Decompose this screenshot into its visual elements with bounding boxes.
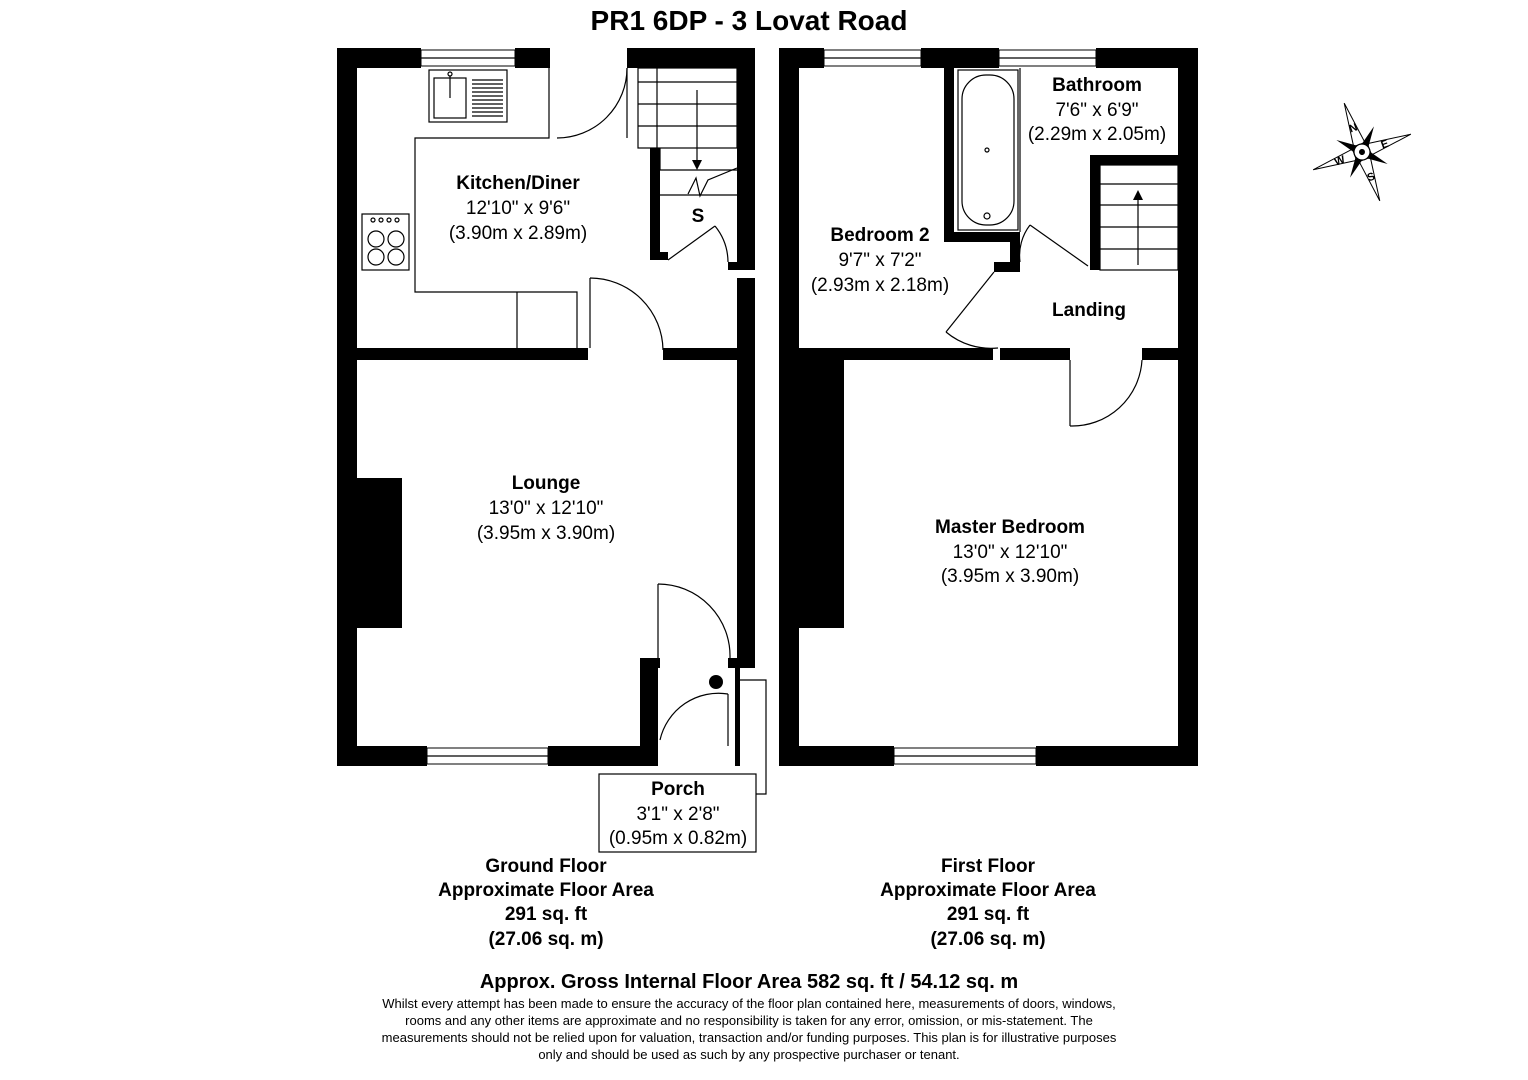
ground-floor-stairs — [637, 67, 738, 198]
svg-text:N: N — [1348, 121, 1360, 135]
ground-floor-windows — [420, 49, 549, 765]
svg-text:Approximate Floor Area: Approximate Floor Area — [880, 880, 1096, 901]
first-floor-area: First Floor Approximate Floor Area 291 s… — [880, 856, 1096, 950]
svg-text:7'6" x 6'9": 7'6" x 6'9" — [1055, 100, 1138, 121]
svg-text:(2.93m x 2.18m): (2.93m x 2.18m) — [811, 275, 949, 296]
svg-text:S: S — [1366, 170, 1377, 184]
ground-floor-walls — [337, 48, 755, 766]
svg-text:(3.95m x 3.90m): (3.95m x 3.90m) — [941, 566, 1079, 587]
plan-title: PR1 6DP - 3 Lovat Road — [591, 5, 908, 36]
sink-drainer-icon — [472, 79, 503, 117]
meter-icon — [709, 675, 723, 689]
svg-text:(0.95m x 0.82m): (0.95m x 0.82m) — [609, 828, 747, 849]
bathroom-label: Bathroom 7'6" x 6'9" (2.29m x 2.05m) — [1028, 75, 1166, 145]
svg-text:9'7" x 7'2": 9'7" x 7'2" — [838, 250, 921, 271]
svg-text:291 sq. ft: 291 sq. ft — [505, 904, 588, 925]
landing-label: Landing — [1052, 300, 1126, 321]
svg-text:13'0" x 12'10": 13'0" x 12'10" — [489, 498, 604, 519]
svg-text:Ground Floor: Ground Floor — [485, 856, 607, 877]
porch-outline — [598, 773, 757, 853]
svg-text:rooms and any other items are: rooms and any other items are approximat… — [405, 1013, 1093, 1028]
svg-text:Porch: Porch — [651, 779, 705, 800]
svg-text:E: E — [1379, 138, 1390, 152]
svg-text:12'10" x 9'6": 12'10" x 9'6" — [466, 198, 570, 219]
svg-text:13'0" x 12'10": 13'0" x 12'10" — [953, 542, 1068, 563]
first-floor-windows — [823, 49, 1097, 765]
svg-text:Bedroom 2: Bedroom 2 — [830, 225, 929, 246]
svg-text:(27.06 sq. m): (27.06 sq. m) — [488, 929, 603, 950]
svg-text:(2.29m x 2.05m): (2.29m x 2.05m) — [1028, 124, 1166, 145]
master-bedroom-label: Master Bedroom 13'0" x 12'10" (3.95m x 3… — [935, 517, 1085, 587]
svg-text:W: W — [1333, 154, 1347, 169]
svg-text:measurements should not be rel: measurements should not be relied upon f… — [382, 1030, 1117, 1045]
kitchen-fittings — [361, 68, 578, 348]
svg-text:(3.95m x 3.90m): (3.95m x 3.90m) — [477, 523, 615, 544]
svg-text:Whilst every attempt has been: Whilst every attempt has been made to en… — [382, 996, 1115, 1011]
disclaimer: Whilst every attempt has been made to en… — [382, 996, 1117, 1062]
storage-label: S — [692, 206, 705, 227]
svg-text:First Floor: First Floor — [941, 856, 1036, 877]
porch-label: Porch 3'1" x 2'8" (0.95m x 0.82m) — [609, 779, 747, 849]
first-floor-doors — [945, 224, 1143, 427]
svg-text:Approximate Floor Area: Approximate Floor Area — [438, 880, 654, 901]
svg-text:only and should be used as suc: only and should be used as such by any p… — [538, 1047, 959, 1062]
svg-text:3'1" x 2'8": 3'1" x 2'8" — [636, 804, 719, 825]
ground-floor-doors — [556, 67, 767, 795]
first-floor-walls — [779, 48, 1198, 766]
gross-internal-area: Approx. Gross Internal Floor Area 582 sq… — [480, 971, 1018, 993]
first-floor-stairs — [1099, 164, 1179, 271]
svg-text:291 sq. ft: 291 sq. ft — [947, 904, 1030, 925]
compass-rose-icon: N E S W — [1312, 102, 1412, 202]
svg-text:Master Bedroom: Master Bedroom — [935, 517, 1085, 538]
ground-floor-area: Ground Floor Approximate Floor Area 291 … — [438, 856, 654, 950]
kitchen-label: Kitchen/Diner 12'10" x 9'6" (3.90m x 2.8… — [449, 173, 587, 244]
lounge-label: Lounge 13'0" x 12'10" (3.95m x 3.90m) — [477, 473, 615, 544]
svg-text:(27.06 sq. m): (27.06 sq. m) — [930, 929, 1045, 950]
svg-text:(3.90m x 2.89m): (3.90m x 2.89m) — [449, 223, 587, 244]
bedroom2-label: Bedroom 2 9'7" x 7'2" (2.93m x 2.18m) — [811, 225, 949, 296]
svg-text:Lounge: Lounge — [512, 473, 581, 494]
svg-text:Kitchen/Diner: Kitchen/Diner — [456, 173, 580, 194]
hob-icon — [361, 213, 410, 271]
svg-text:Bathroom: Bathroom — [1052, 75, 1142, 96]
bath-icon — [957, 69, 1019, 231]
